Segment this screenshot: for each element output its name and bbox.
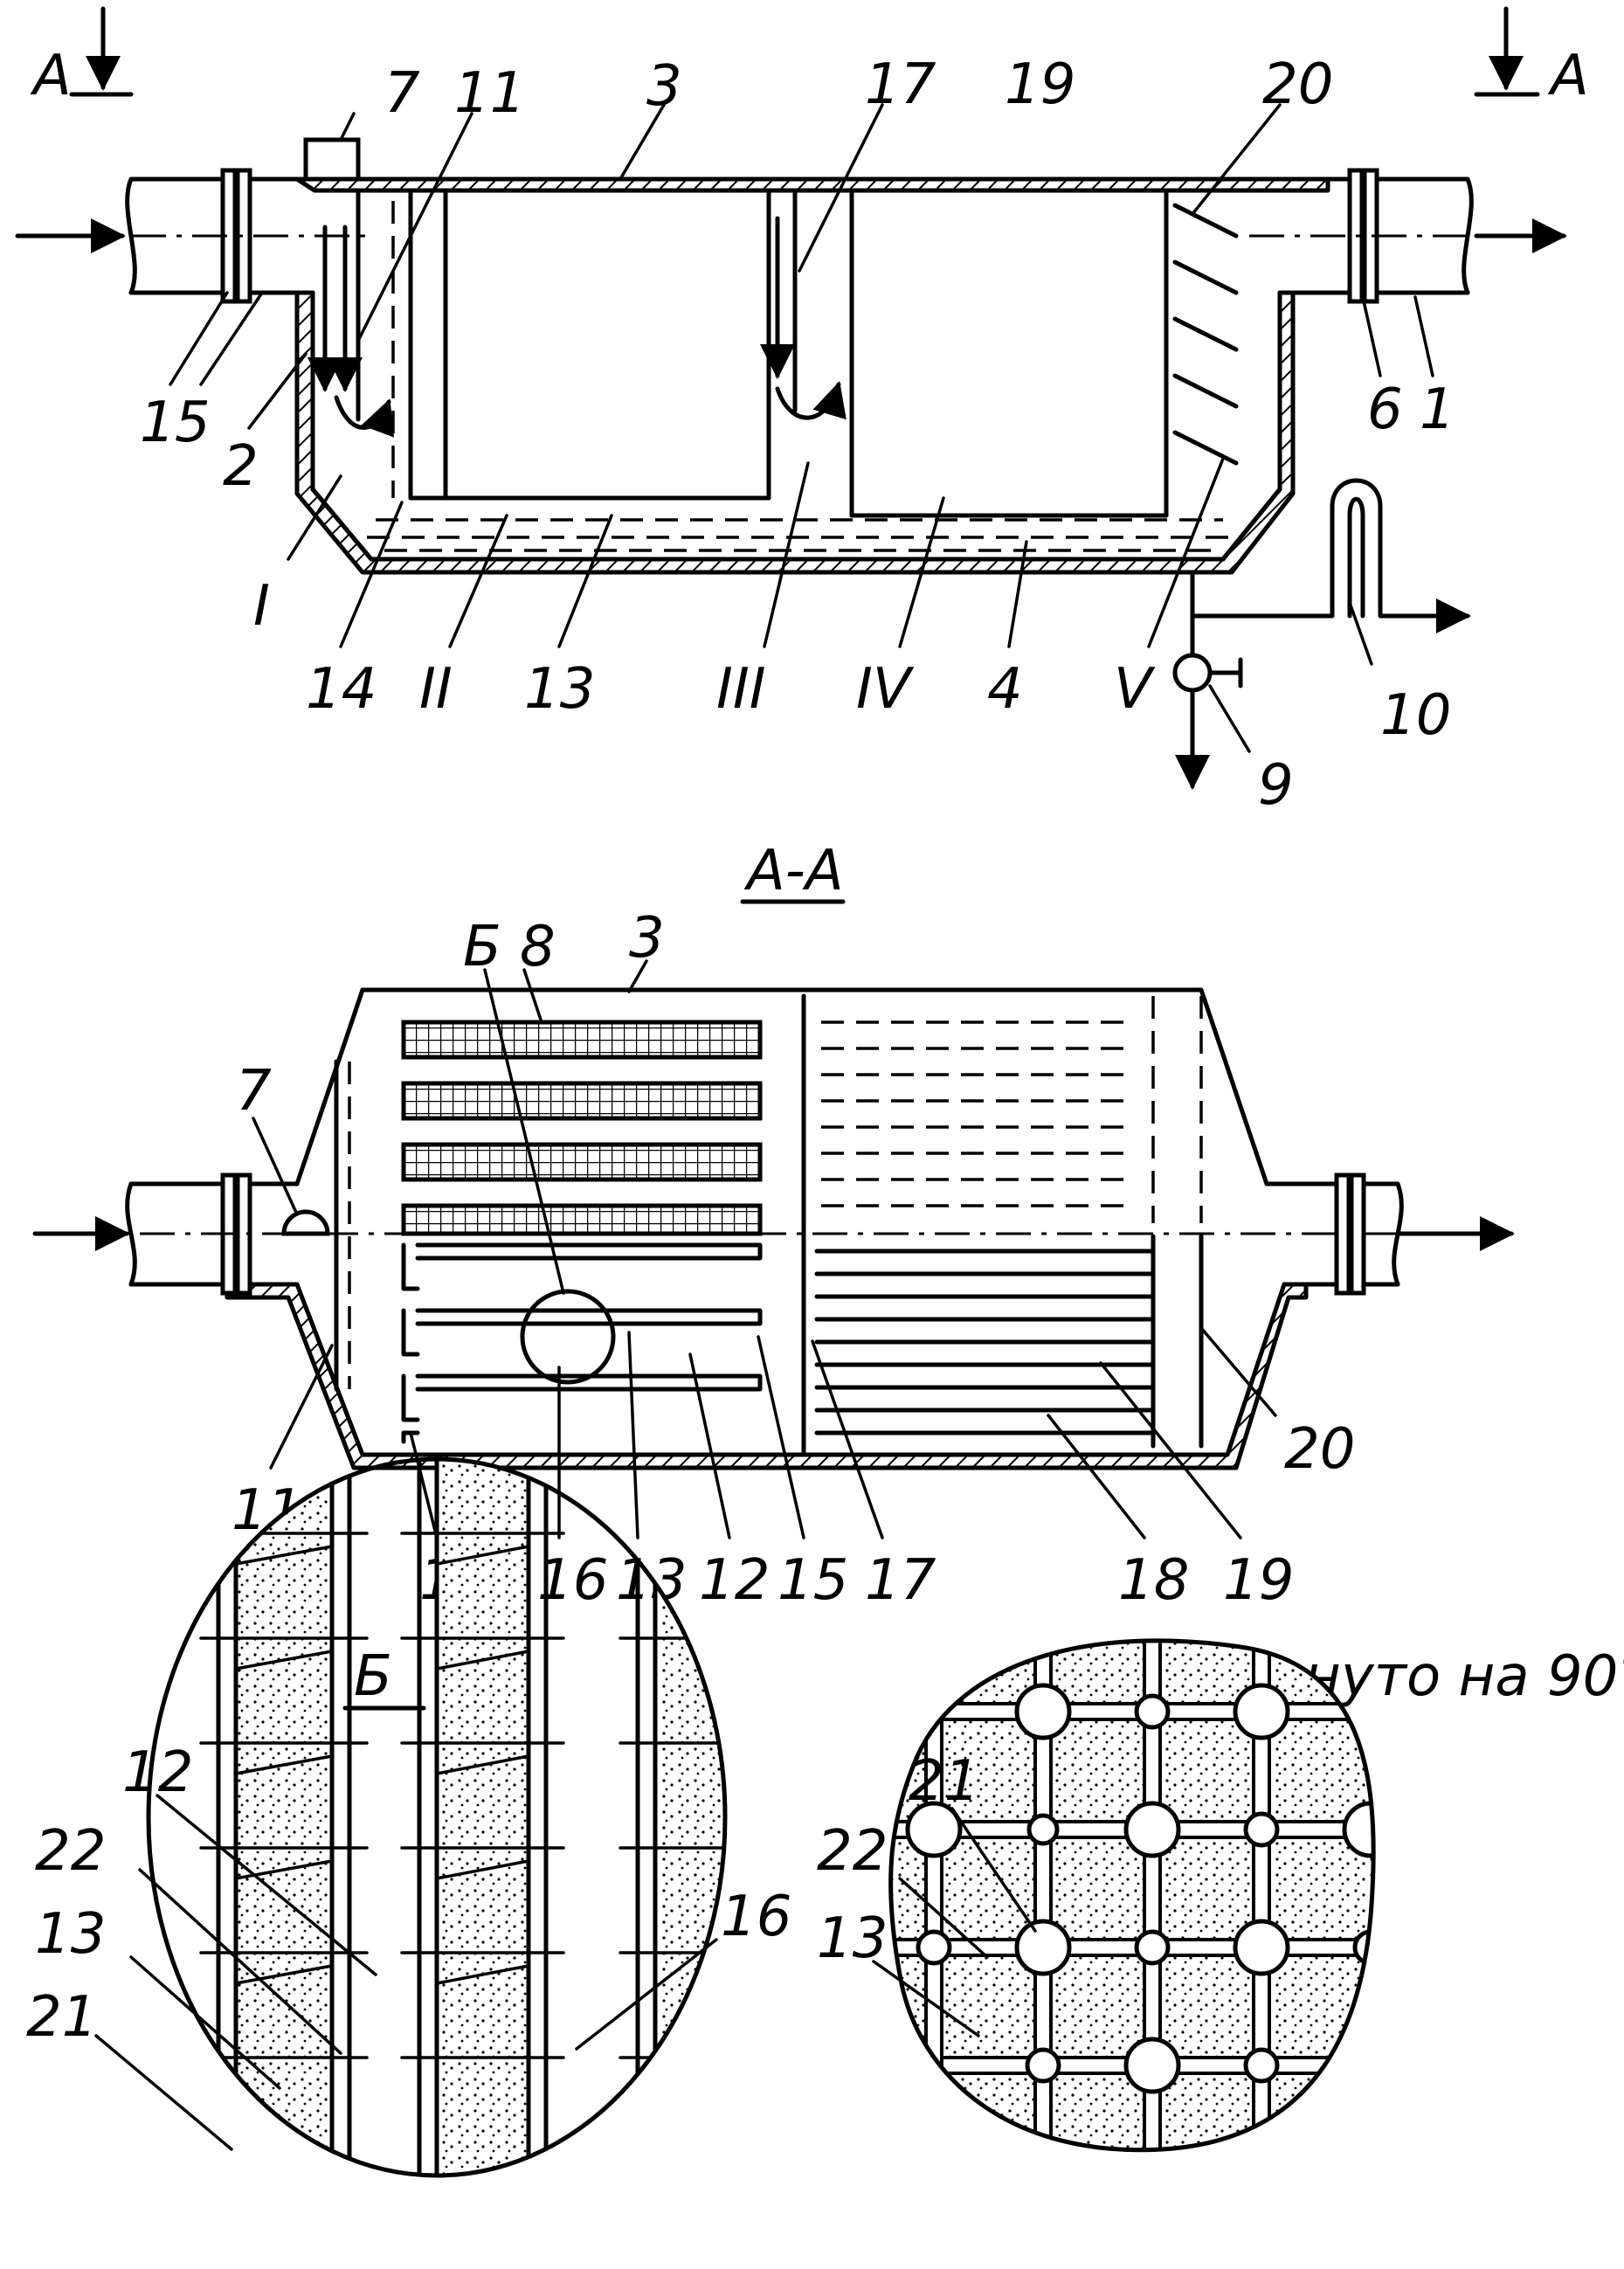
label-15: 15	[777, 1548, 848, 1613]
zone-v: V	[1114, 657, 1156, 722]
label-19: 19	[1223, 1548, 1294, 1613]
label-3: 3	[629, 906, 665, 971]
dashed-plates	[821, 1022, 1136, 1206]
label-11: 11	[454, 61, 525, 126]
zone-iii: III	[716, 657, 766, 722]
label-7: 7	[236, 1059, 272, 1124]
label-12: 12	[122, 1740, 193, 1805]
label-14: 14	[306, 657, 377, 722]
label-1-left: 1	[140, 391, 176, 455]
label-10: 10	[1380, 683, 1451, 748]
label-20: 20	[1262, 52, 1333, 117]
label-22: 22	[817, 1819, 888, 1884]
label-7: 7	[384, 61, 420, 126]
zone-ii: II	[419, 657, 453, 722]
elevation-view: 1 5 2 7 11 3 17 19 20 6 1 I 14 II 13 III…	[17, 52, 1564, 818]
section-aa-view: А-А	[35, 839, 1511, 1613]
label-9: 9	[1258, 753, 1294, 818]
detail-b-marker	[522, 1291, 613, 1382]
section-mark-left: А	[30, 9, 131, 108]
zone-iv: IV	[856, 657, 915, 722]
label-12: 12	[699, 1548, 770, 1613]
section-mark-letter: А	[1547, 44, 1589, 108]
drain-valve	[1175, 572, 1240, 786]
label-20: 20	[1284, 1417, 1355, 1482]
vent-cap	[306, 140, 358, 179]
label-8: 8	[520, 915, 556, 979]
label-18: 18	[1118, 1548, 1189, 1613]
label-13: 13	[524, 657, 595, 722]
section-mark-right: А	[1476, 9, 1589, 108]
label-13: 13	[817, 1906, 888, 1971]
label-22: 22	[35, 1819, 106, 1884]
zone-i: I	[253, 574, 270, 639]
label-19: 19	[1005, 52, 1075, 117]
label-13: 13	[35, 1902, 106, 1967]
label-b: Б	[463, 915, 501, 979]
label-4: 4	[987, 657, 1023, 722]
label-3: 3	[646, 54, 682, 119]
label-1-right: 1	[1420, 377, 1455, 442]
label-17: 17	[865, 1548, 936, 1613]
solid-plates	[817, 1251, 1153, 1433]
label-21: 21	[909, 1749, 979, 1814]
label-2: 2	[223, 434, 259, 499]
label-17: 17	[865, 52, 936, 117]
label-6: 6	[1367, 377, 1403, 442]
label-21: 21	[26, 1985, 97, 2050]
detail-b-rotated-view: Б повёрнуто на 90°	[817, 1625, 1624, 2167]
label-5: 5	[175, 391, 211, 455]
label-16: 16	[721, 1885, 791, 1949]
tank-body	[297, 179, 1328, 190]
section-mark-letter: А	[30, 44, 72, 108]
detail-b-title: Б	[354, 1644, 392, 1709]
section-aa-title: А-А	[743, 839, 844, 903]
